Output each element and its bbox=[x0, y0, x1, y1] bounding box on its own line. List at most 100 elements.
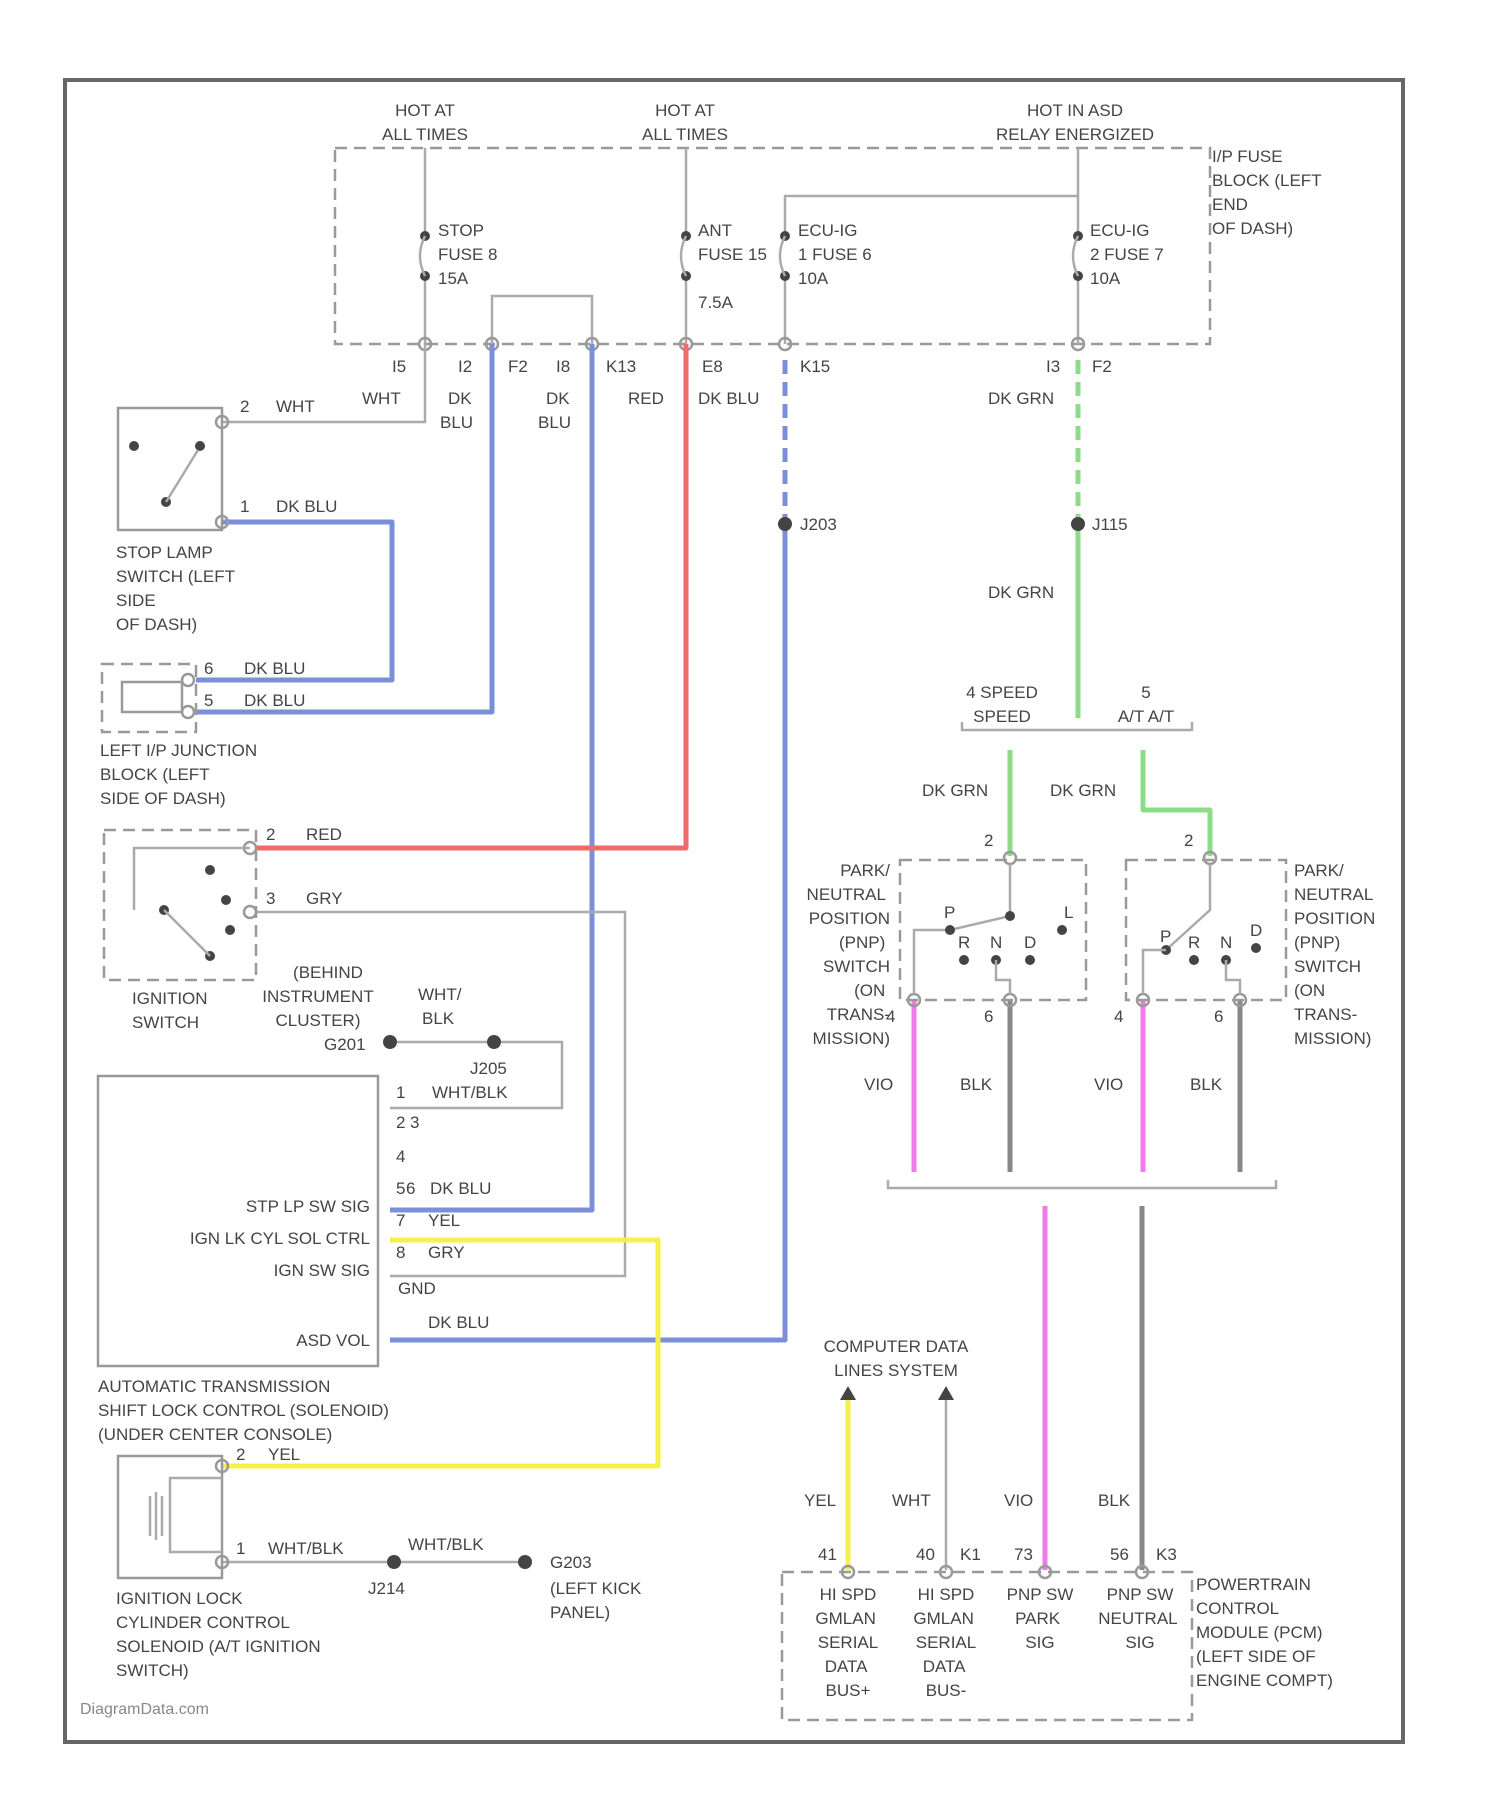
ground-g201: (BEHINDINSTRUMENTCLUSTER) G201 WHT/BLK bbox=[262, 963, 461, 1054]
shift-lock-control-module: 1 2 3 4 5 6 7 8 WHT/BLK DK BLU YEL GRY D… bbox=[98, 1076, 508, 1444]
svg-text:1: 1 bbox=[240, 497, 249, 516]
wire-dkgrn-right bbox=[1143, 750, 1210, 856]
svg-text:YEL: YEL bbox=[268, 1445, 300, 1464]
pin-i3: I3 bbox=[1046, 357, 1060, 376]
label-yel-bottom: YEL bbox=[804, 1491, 836, 1510]
svg-text:40: 40 bbox=[916, 1545, 935, 1564]
svg-text:6: 6 bbox=[1214, 1007, 1223, 1026]
label-blk-right: BLK bbox=[1190, 1075, 1223, 1094]
pin-f2a: F2 bbox=[508, 357, 528, 376]
pin-e8: E8 bbox=[702, 357, 723, 376]
splices: J203 J115 J205 J214 bbox=[368, 515, 1128, 1598]
pin-k13: K13 bbox=[606, 357, 636, 376]
splice-j203: J203 bbox=[800, 515, 837, 534]
label-wht-top: WHT bbox=[362, 389, 401, 408]
svg-text:K3: K3 bbox=[1156, 1545, 1177, 1564]
bottom-bracket bbox=[888, 1180, 1276, 1188]
fuse-ecu-ig-1: ECU-IG1 FUSE 610A bbox=[780, 221, 872, 288]
pcm-label: POWERTRAINCONTROL MODULE (PCM)(LEFT SIDE… bbox=[1196, 1575, 1333, 1690]
svg-text:DK BLU: DK BLU bbox=[244, 659, 305, 678]
svg-text:P: P bbox=[1160, 927, 1171, 946]
svg-text:41: 41 bbox=[818, 1545, 837, 1564]
fuse-ant: ANTFUSE 157.5A bbox=[681, 221, 767, 312]
svg-text:YEL: YEL bbox=[428, 1211, 460, 1230]
wire-dkblu-junction-6 bbox=[196, 522, 392, 680]
pnp-switch-right: P R N D 2 4 6 PARK/NEUTRAL POSITION(PNP)… bbox=[1114, 831, 1377, 1048]
svg-text:D: D bbox=[1024, 933, 1036, 952]
pnp-right-label: PARK/NEUTRAL POSITION(PNP) SWITCH(ON TRA… bbox=[1294, 861, 1377, 1048]
svg-text:GRY: GRY bbox=[428, 1243, 465, 1262]
svg-text:6: 6 bbox=[406, 1179, 415, 1198]
splice-j214: J214 bbox=[368, 1579, 405, 1598]
svg-text:RED: RED bbox=[306, 825, 342, 844]
svg-text:R: R bbox=[958, 933, 970, 952]
svg-text:GRY: GRY bbox=[306, 889, 343, 908]
pin-i8: I8 bbox=[556, 357, 570, 376]
splice-j205: J205 bbox=[470, 1059, 507, 1078]
svg-text:PNP SWNEUTRAL SIG: PNP SWNEUTRAL SIG bbox=[1098, 1585, 1181, 1652]
svg-text:8: 8 bbox=[396, 1243, 405, 1262]
label-blk-bottom: BLK bbox=[1098, 1491, 1131, 1510]
wire-wht-stop bbox=[222, 344, 425, 422]
pcm: 41 40 K1 73 56 K3 HI SPDGMLAN SERIALDATA… bbox=[782, 1545, 1333, 1720]
svg-text:4 SPEEDSPEED: 4 SPEEDSPEED bbox=[966, 683, 1038, 726]
svg-text:ECU-IG1 FUSE 610A: ECU-IG1 FUSE 610A bbox=[798, 221, 872, 288]
svg-text:5A/T A/T: 5A/T A/T bbox=[1118, 683, 1174, 726]
svg-text:73: 73 bbox=[1014, 1545, 1033, 1564]
svg-text:2: 2 bbox=[984, 831, 993, 850]
svg-text:56: 56 bbox=[1110, 1545, 1129, 1564]
sig-gnd: GND bbox=[398, 1279, 436, 1298]
svg-text:WHT/BLK: WHT/BLK bbox=[408, 1535, 484, 1554]
svg-text:D: D bbox=[1250, 921, 1262, 940]
svg-text:WHT/BLK: WHT/BLK bbox=[418, 985, 462, 1028]
label-dkgrn-top: DK GRN bbox=[988, 389, 1054, 408]
svg-text:3: 3 bbox=[266, 889, 275, 908]
label-vio-left: VIO bbox=[864, 1075, 893, 1094]
svg-text:6: 6 bbox=[984, 1007, 993, 1026]
svg-text:2: 2 bbox=[396, 1113, 405, 1132]
sig-ign-lk: IGN LK CYL SOL CTRL bbox=[190, 1229, 370, 1248]
label-dkgrn-mid: DK GRN bbox=[988, 583, 1054, 602]
svg-text:N: N bbox=[1220, 933, 1232, 952]
label-wht-bottom: WHT bbox=[892, 1491, 931, 1510]
svg-text:4: 4 bbox=[1114, 1007, 1123, 1026]
ip-fuse-block-label: I/P FUSEBLOCK (LEFT ENDOF DASH) bbox=[1212, 147, 1326, 238]
svg-text:DK BLU: DK BLU bbox=[276, 497, 337, 516]
label-dkblu-top: DK BLU bbox=[698, 389, 759, 408]
sig-ign-sw: IGN SW SIG bbox=[274, 1261, 370, 1280]
svg-text:2: 2 bbox=[236, 1445, 245, 1464]
label-red-top: RED bbox=[628, 389, 664, 408]
label-blk-left: BLK bbox=[960, 1075, 993, 1094]
svg-text:DK BLU: DK BLU bbox=[244, 691, 305, 710]
junction-label: LEFT I/P JUNCTIONBLOCK (LEFT SIDE OF DAS… bbox=[100, 741, 257, 808]
svg-text:P: P bbox=[944, 903, 955, 922]
label-vio-bottom: VIO bbox=[1004, 1491, 1033, 1510]
svg-text:4: 4 bbox=[396, 1147, 405, 1166]
svg-text:3: 3 bbox=[410, 1113, 419, 1132]
svg-text:WHT: WHT bbox=[276, 397, 315, 416]
sig-asd: ASD VOL bbox=[296, 1331, 370, 1350]
svg-text:WHT/BLK: WHT/BLK bbox=[432, 1083, 508, 1102]
hot-at-all-times-1: HOT ATALL TIMES bbox=[382, 101, 468, 144]
svg-text:1: 1 bbox=[236, 1539, 245, 1558]
pin-i2: I2 bbox=[458, 357, 472, 376]
pnp-switch-left: P R N D L 2 4 6 PARK/NEUTRAL POSITION(PN… bbox=[807, 831, 1086, 1048]
svg-text:K1: K1 bbox=[960, 1545, 981, 1564]
